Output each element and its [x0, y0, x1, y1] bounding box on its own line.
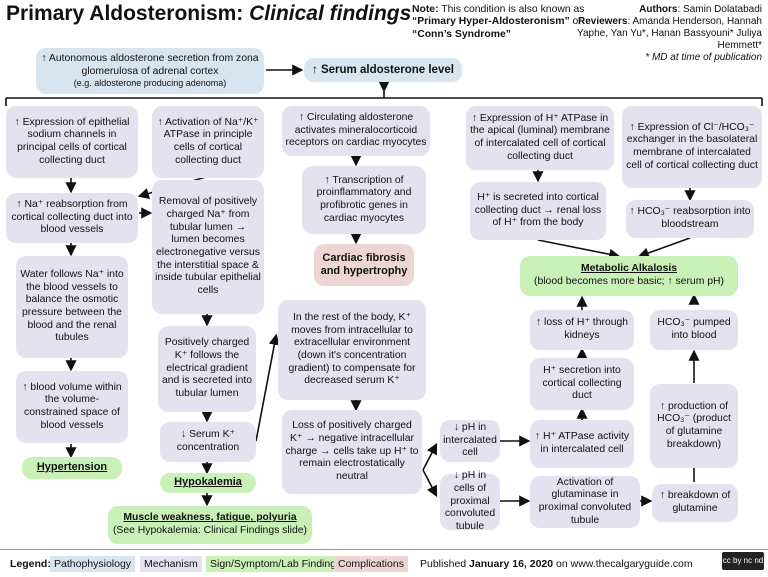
arrow-serumk-shift [255, 333, 280, 442]
note-or: or [569, 16, 582, 28]
muscle-sub: (See Hypokalemia: Clinical Findings slid… [112, 525, 308, 536]
arrow-hco3-alk [637, 237, 691, 259]
box-metabolic-alkalosis: Metabolic Alkalosis (blood becomes more … [520, 256, 738, 296]
title-main: Primary Aldosteronism: [6, 2, 250, 25]
box-nak-activation: ↑ Activation of Na⁺/K⁺ ATPase in princip… [152, 106, 264, 178]
box-blood-volume: ↑ blood volume within the volume-constra… [16, 371, 128, 443]
legend-sign-symptom: Sign/Symptom/Lab Finding [206, 556, 341, 572]
published-prefix: Published [420, 558, 470, 570]
box-glutaminase: Activation of glutaminase in proximal co… [530, 476, 640, 528]
note-name1: “Primary Hyper-Aldosteronism” [412, 16, 570, 28]
note-name2: “Conn’s Syndrome” [412, 28, 511, 40]
box-loss-h: ↑ loss of H⁺ through kidneys [530, 310, 634, 350]
box-h-atpase-expression: ↑ Expression of H⁺ ATPase in the apical … [466, 106, 614, 170]
alkalosis-sub: (blood becomes more basic; ↑ serum pH) [534, 276, 724, 287]
arrow-hsecreted-alk [537, 239, 621, 260]
md-note: * MD at time of publication [645, 52, 762, 63]
box-ph-intercalated: ↓ pH in intercalated cell [440, 420, 500, 462]
published-date: January 16, 2020 [469, 558, 554, 570]
box-hypokalemia: Hypokalemia [160, 473, 256, 493]
legend-complications: Complications [334, 556, 408, 572]
box-hco3-reabsorption: ↑ HCO₃⁻ reabsorption into bloodstream [626, 200, 754, 238]
reviewers-text: : Amanda Henderson, Hannah Yaphe, Yan Yu… [577, 16, 762, 51]
legend-label: Legend: [10, 558, 51, 570]
box-h-secreted: H⁺ is secreted into cortical collecting … [470, 182, 606, 240]
box-serum-k: ↓ Serum K⁺ concentration [160, 422, 256, 462]
auto-secretion-text: ↑ Autonomous aldosterone secretion from … [41, 52, 259, 77]
box-hco3-pumped: HCO₃⁻ pumped into blood [650, 310, 738, 350]
box-water-follows: Water follows Na⁺ into the blood vessels… [16, 256, 128, 358]
license-badge[interactable]: cc by nc nd [722, 552, 764, 570]
legend-pathophysiology: Pathophysiology [50, 556, 136, 572]
box-ph-proximal: ↓ pH in cells of proximal convoluted tub… [440, 470, 500, 532]
box-loss-positive-charge: Loss of positively charged K⁺ → negative… [282, 410, 422, 494]
box-k-follows: Positively charged K⁺ follows the electr… [158, 326, 256, 412]
auto-secretion-sub: (e.g. aldosterone producing adenoma) [73, 78, 227, 89]
arrow-loss-phprox [422, 469, 438, 498]
published-suffix: on www.thecalgaryguide.com [553, 558, 693, 570]
authors-text: : Samin Dolatabadi [677, 4, 763, 15]
box-enac-expression: ↑ Expression of epithelial sodium channe… [6, 106, 138, 178]
box-removal-positive: Removal of positively charged Na⁺ from t… [152, 180, 264, 314]
box-k-shift: In the rest of the body, K⁺ moves from i… [278, 300, 426, 400]
authors-box: Authors: Samin Dolatabadi Reviewers: Ama… [562, 4, 762, 64]
note-box: Note: This condition is also known as “P… [412, 4, 590, 41]
box-production-hco3: ↑ production of HCO₃⁻ (product of glutam… [650, 384, 738, 468]
published-line: Published January 16, 2020 on www.thecal… [420, 556, 693, 572]
box-na-reabsorption: ↑ Na⁺ reabsorption from cortical collect… [6, 193, 138, 243]
muscle-title: Muscle weakness, fatigue, polyuria [123, 512, 297, 524]
box-h-atpase-activity: ↑ H⁺ ATPase activity in intercalated cel… [530, 420, 634, 468]
box-glutamine-breakdown: ↑ breakdown of glutamine [652, 484, 738, 522]
box-serum-aldosterone: ↑ Serum aldosterone level [304, 58, 462, 82]
authors-label: Authors [639, 4, 678, 15]
reviewers-label: Reviewers [577, 16, 628, 27]
box-muscle-weakness: Muscle weakness, fatigue, polyuria (See … [108, 506, 312, 544]
note-label: Note: [412, 4, 439, 15]
legend-bar: Legend: Pathophysiology Mechanism Sign/S… [0, 549, 768, 577]
box-autonomous-secretion: ↑ Autonomous aldosterone secretion from … [36, 48, 264, 94]
legend-mechanism: Mechanism [140, 556, 202, 572]
arrow-loss-ph [422, 442, 438, 471]
box-transcription: ↑ Transcription of proinflammatory and p… [302, 166, 426, 234]
box-h-secretion: H⁺ secretion into cortical collecting du… [530, 358, 634, 410]
box-mineralocorticoid: ↑ Circulating aldosterone activates mine… [282, 106, 430, 156]
note-text: This condition is also known as [438, 4, 585, 15]
box-hypertension: Hypertension [22, 457, 122, 479]
box-cl-hco3-exchanger: ↑ Expression of Cl⁻/HCO₃⁻ exchanger in t… [622, 106, 762, 188]
title-italic: Clinical findings [249, 2, 412, 25]
alkalosis-title: Metabolic Alkalosis [580, 263, 678, 275]
page-title: Primary Aldosteronism: Clinical findings [6, 2, 411, 26]
box-cardiac-fibrosis: Cardiac fibrosis and hypertrophy [314, 244, 414, 286]
